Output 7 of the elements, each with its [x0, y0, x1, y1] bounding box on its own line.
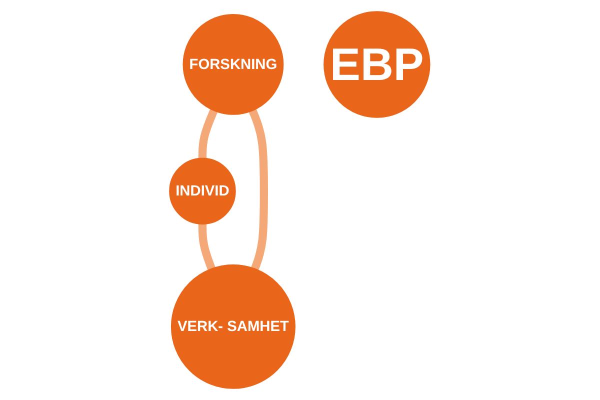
- node-circle: EBP: [324, 11, 431, 118]
- node-circle: INDIVID: [169, 158, 236, 224]
- node-circle: FORSKNING: [183, 14, 284, 115]
- connector: [249, 109, 268, 270]
- node-circle: VERK- SAMHET: [171, 264, 296, 389]
- connector: [198, 109, 218, 159]
- connector: [198, 223, 216, 270]
